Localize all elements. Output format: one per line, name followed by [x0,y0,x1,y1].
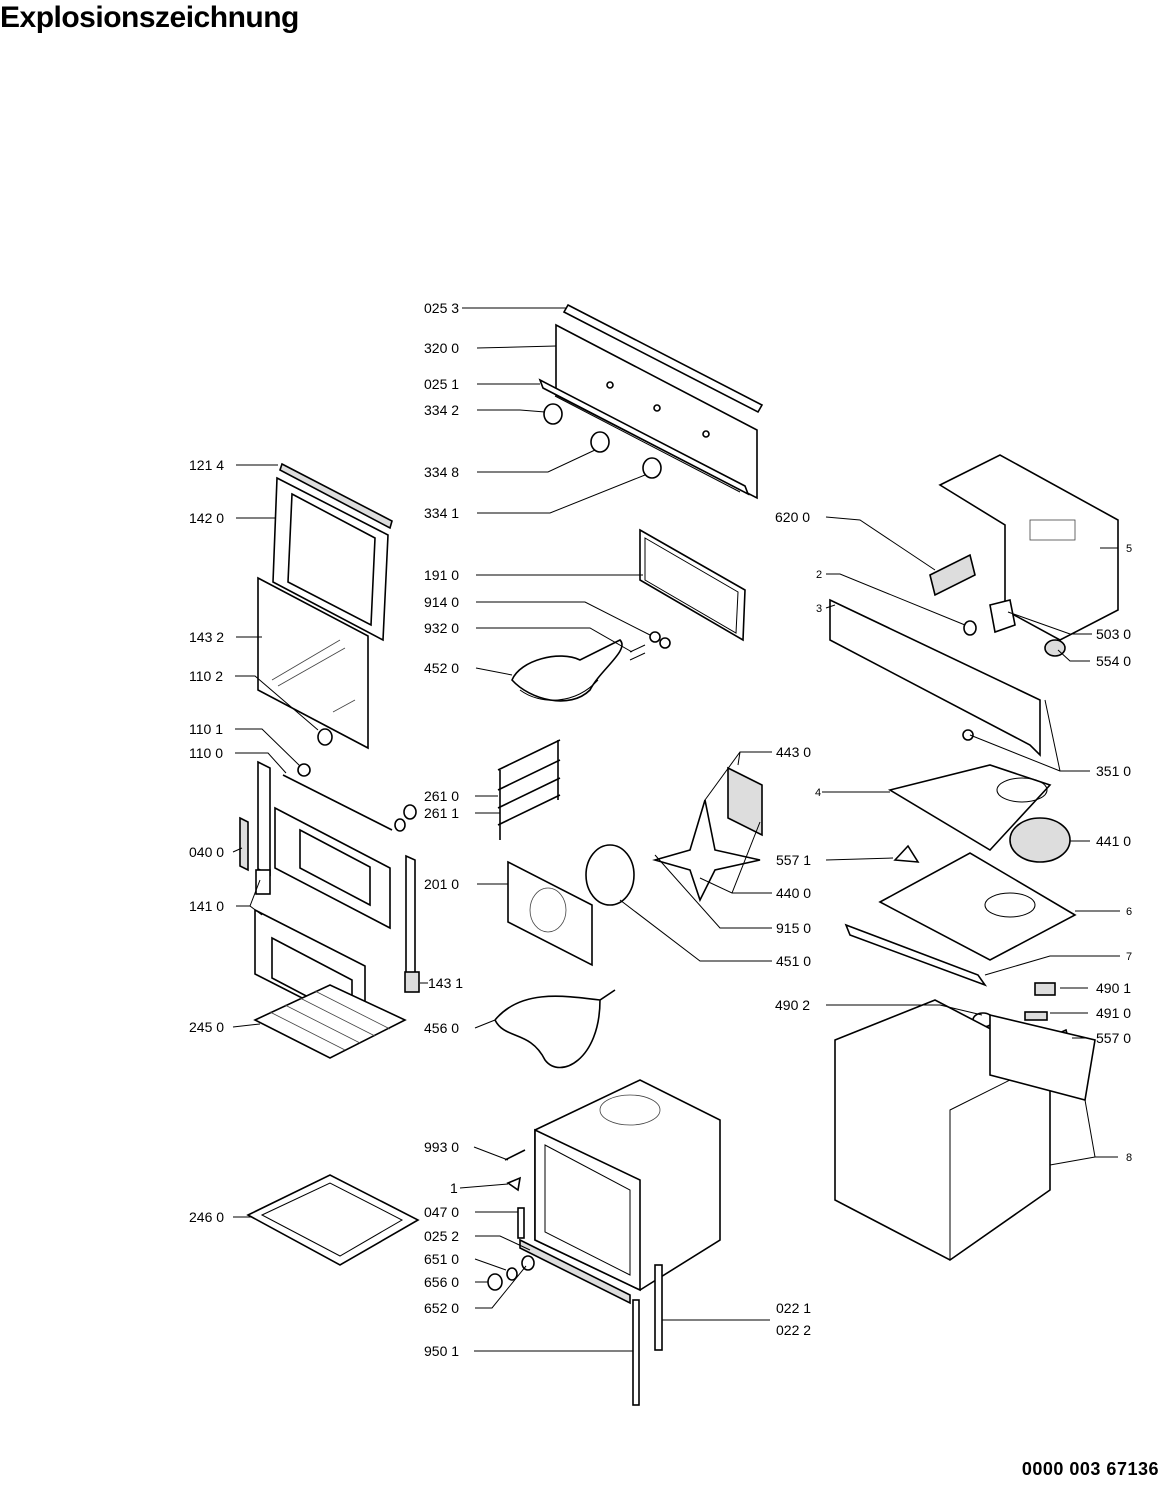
fan-cover [1009,817,1071,863]
rear-panel-with-fan-guard [507,860,593,967]
outer-housing [834,999,1096,1261]
part-label: 2 [816,569,822,581]
leader-lines [232,307,1120,1352]
door-right-rail [404,854,420,993]
door-inner-frame [274,806,391,930]
part-label: 491 0 [1096,1005,1131,1021]
part-label: 334 8 [424,464,459,480]
door-outer-frame [272,476,389,642]
wire-shelf [253,984,407,1059]
part-label: 110 1 [189,721,223,737]
control-panel-trim-strip [562,303,764,414]
door-top-trim [279,462,393,530]
part-label: 993 0 [424,1139,459,1155]
part-label: 452 0 [424,660,459,676]
part-label: 456 0 [424,1020,459,1036]
terminal-block [929,553,976,597]
part-label: 950 1 [424,1343,459,1359]
control-panel-fascia [555,323,758,500]
part-label: 143 2 [189,629,224,645]
part-label: 451 0 [776,953,811,969]
part-label: 3 [816,603,822,615]
door-side-rail [239,760,271,895]
part-label: 201 0 [424,876,459,892]
part-label: 040 0 [189,844,224,860]
control-board-assembly [938,454,1119,641]
part-label: 490 1 [1096,980,1131,996]
control-panel-bracket [538,378,750,496]
part-label: 620 0 [775,509,810,525]
door-glass-panel [257,576,369,750]
part-label: 142 0 [189,510,224,526]
part-label: 047 0 [424,1204,459,1220]
part-label: 4 [815,787,821,799]
part-label: 6 [1126,906,1132,918]
control-housing [829,598,1066,757]
part-label: 261 0 [424,788,459,804]
oven-door-gasket [639,528,746,642]
part-label: 141 0 [189,898,224,914]
part-label: 245 0 [189,1019,224,1035]
ring-heating-element [585,844,635,906]
part-label: 656 0 [424,1274,459,1290]
part-label: 914 0 [424,594,459,610]
part-label: 025 1 [424,376,459,392]
part-label: 121 4 [189,457,224,473]
part-label: 246 0 [189,1209,224,1225]
part-label: 022 2 [776,1322,811,1338]
part-label: 652 0 [424,1300,459,1316]
cavity-top-insulation [887,764,1052,852]
part-label: 557 0 [1096,1030,1131,1046]
part-label: 7 [1126,951,1132,963]
oven-cavity [534,1079,721,1292]
part-labels: 025 3 320 0 025 1 334 2 334 8 334 1 121 … [189,300,1132,1359]
part-label: 554 0 [1096,653,1131,669]
part-label: 5 [1126,543,1132,555]
part-label: 110 2 [189,668,223,684]
fan-motor [727,766,763,837]
part-label: 261 1 [424,805,459,821]
part-label: 022 1 [776,1300,811,1316]
part-label: 110 0 [189,745,223,761]
fan-blade [652,799,761,903]
part-label: 651 0 [424,1251,459,1267]
part-label: 443 0 [776,744,811,760]
part-label: 440 0 [776,885,811,901]
part-label: 191 0 [424,567,459,583]
part-label: 334 2 [424,402,459,418]
part-label: 441 0 [1096,833,1131,849]
part-label: 8 [1126,1152,1132,1164]
part-label: 932 0 [424,620,459,636]
element-nuts [629,631,671,661]
side-rail-bars [632,1264,663,1406]
part-label: 143 1 [428,975,463,991]
document-number: 0000 003 67136 [1021,1459,1159,1479]
part-label: 490 2 [775,997,810,1013]
thermostat-clip [893,844,920,863]
part-label: 025 2 [424,1228,459,1244]
part-label: 1 [450,1180,458,1196]
control-knobs [543,403,662,479]
part-label: 025 3 [424,300,459,316]
part-label: 503 0 [1096,626,1131,642]
front-trim-parts [487,1149,631,1305]
part-label: 557 1 [776,852,811,868]
cavity-cover-plate [878,852,1077,961]
baking-tray [246,1174,420,1266]
top-heating-element [511,639,623,702]
part-label: 915 0 [776,920,811,936]
part-label: 320 0 [424,340,459,356]
page-title: Explosionszeichnung [0,1,299,34]
bottom-heating-element [494,989,616,1069]
shelf-supports [497,739,561,840]
door-hinge-parts [282,728,417,832]
part-label: 334 1 [424,505,459,521]
part-label: 351 0 [1096,763,1131,779]
front-base-strip [844,923,988,987]
